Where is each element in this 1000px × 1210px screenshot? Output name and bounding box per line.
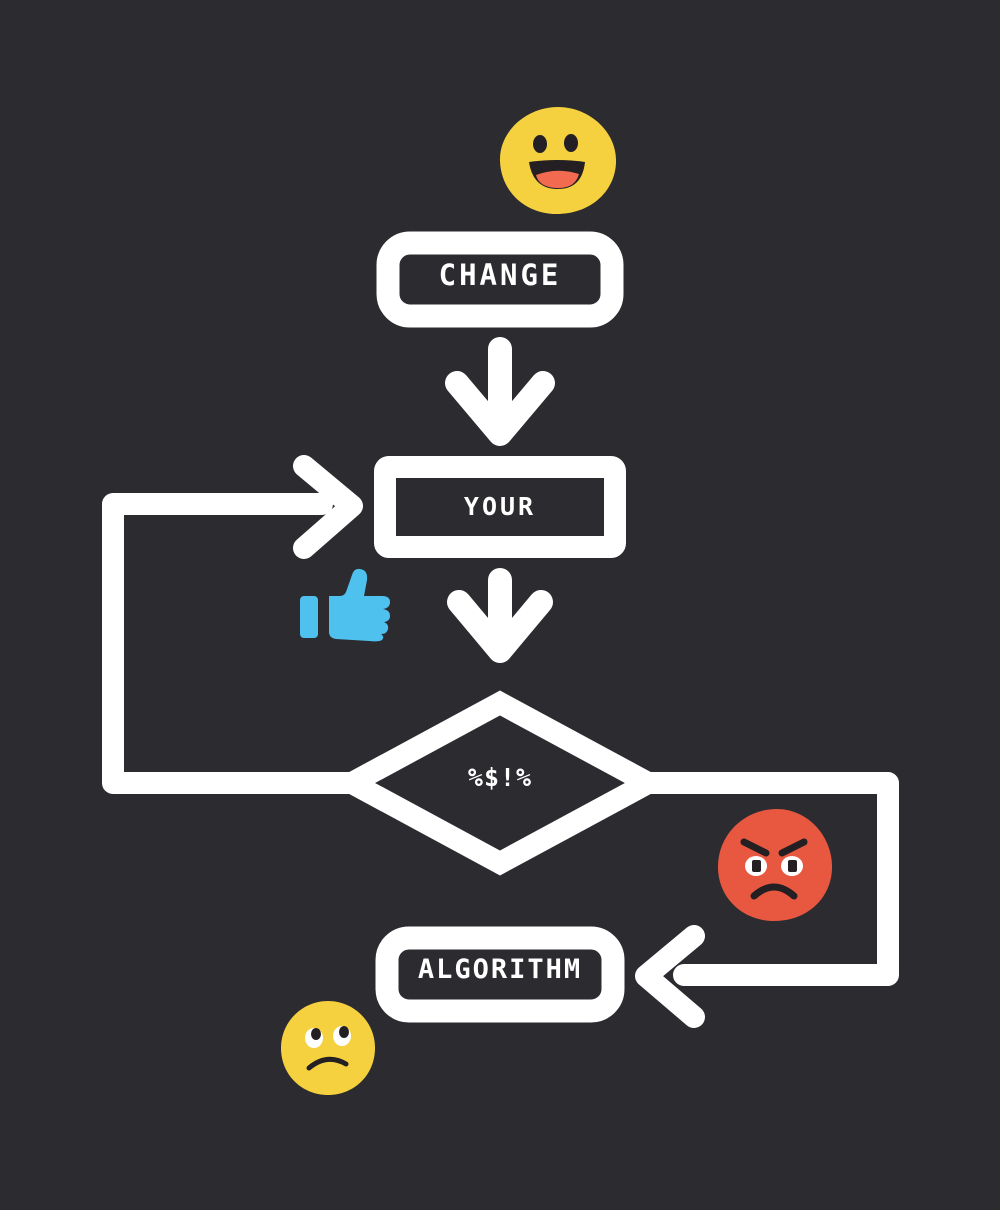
sad-face-emoji — [281, 1001, 375, 1095]
angry-face-mouth — [750, 883, 798, 900]
happy-face-right-eye — [564, 134, 578, 152]
node-change[interactable] — [376, 231, 624, 328]
node-decision-outline — [328, 690, 672, 876]
arrow-change-to-your — [445, 337, 555, 446]
node-change-outline — [376, 231, 624, 328]
thumbs-up-emoji — [300, 568, 390, 642]
arrow-your-to-decision — [447, 568, 553, 663]
node-your[interactable] — [374, 456, 626, 558]
thumbs-up-hand — [329, 568, 390, 642]
node-algorithm-outline — [375, 926, 625, 1023]
node-algorithm[interactable] — [375, 926, 625, 1023]
sad-face-mouth — [306, 1056, 349, 1071]
angry-face-left-pupil — [752, 860, 761, 872]
angry-face-emoji — [717, 808, 833, 921]
connector-decision-to-algorithm — [635, 772, 899, 1028]
node-decision[interactable] — [328, 690, 672, 876]
happy-face-emoji — [499, 107, 617, 215]
thumbs-up-cuff — [300, 596, 318, 638]
angry-face-body — [717, 808, 833, 921]
sad-face-body — [281, 1001, 375, 1095]
sad-face-left-pupil — [311, 1028, 321, 1040]
happy-face-tongue — [536, 170, 579, 189]
angry-face-right-brow — [778, 838, 808, 857]
happy-face-left-eye — [533, 135, 547, 153]
sad-face-right-pupil — [339, 1026, 349, 1038]
node-your-outline — [374, 456, 626, 558]
angry-face-right-pupil — [788, 860, 797, 872]
connector-decision-to-your — [102, 455, 363, 794]
angry-face-left-brow — [740, 838, 770, 857]
